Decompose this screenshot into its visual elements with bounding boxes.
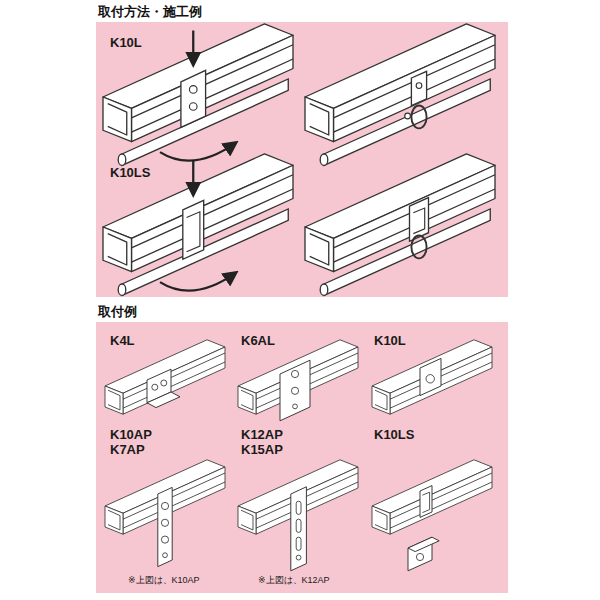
model-number: K10L [110, 36, 142, 50]
k10l-install-step [103, 24, 293, 166]
model-number: K6AL [241, 334, 275, 348]
model-number: K4L [110, 334, 135, 348]
section-heading: 取付例 [98, 303, 137, 321]
k10ls-install-step [103, 154, 293, 296]
example-panel: 取付例 [96, 322, 508, 593]
k12ap-example [238, 460, 358, 571]
section-heading: 取付方法・施工例 [98, 3, 202, 21]
note: ※上図は、K12AP [258, 576, 330, 586]
model-number: K10LS [374, 428, 414, 442]
note: ※上図は、K10AP [128, 576, 200, 586]
k6al-example [238, 340, 358, 421]
k10l-example [372, 340, 492, 414]
model-number: K10AP [110, 428, 152, 442]
k4l-example [105, 340, 225, 414]
model-number: K7AP [110, 443, 145, 457]
model-number: K10LS [110, 166, 150, 180]
method-panel: 取付方法・施工例 [96, 22, 508, 297]
model-number: K10L [374, 334, 406, 348]
model-number: K15AP [241, 443, 283, 457]
panel-ground [96, 322, 508, 593]
k10ls-example [372, 460, 492, 571]
k10l-installed [305, 24, 495, 166]
panel-ground [96, 22, 508, 297]
k10ls-installed [305, 154, 495, 296]
model-number: K12AP [241, 428, 283, 442]
k10ap-example [105, 460, 225, 567]
